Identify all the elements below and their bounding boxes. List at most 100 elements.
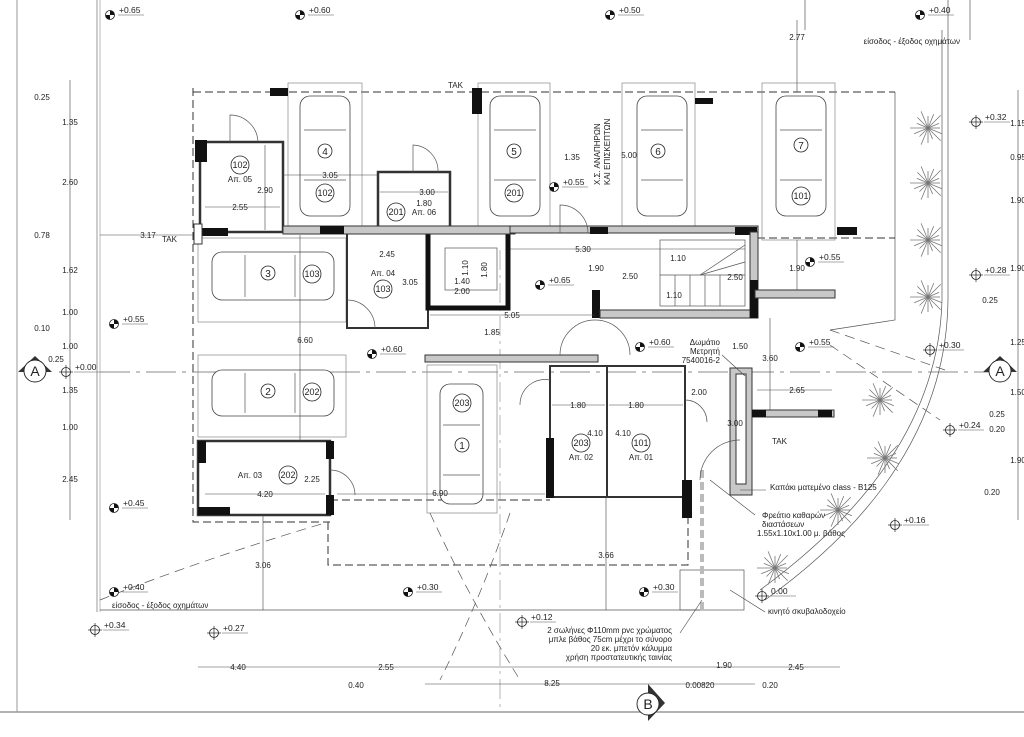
dimension-label: 2.00 [691, 388, 707, 397]
storage-room-label: Απ. 05 [228, 175, 253, 184]
storage-unit-number: 101 [633, 438, 648, 448]
meter-room-label: Δωμάτιο [690, 338, 721, 347]
spot-level-icon [535, 280, 574, 290]
dimension-lines [69, 20, 1019, 685]
dimension-label: 1.85 [484, 328, 500, 337]
meter-room-label: Μετρητή [690, 347, 720, 356]
parking-unit-number: 101 [793, 191, 808, 201]
spot-level-icon [367, 349, 406, 359]
dimension-label: 1.80 [416, 199, 432, 208]
dimension-label: 1.35 [62, 386, 78, 395]
spot-level-icon [639, 587, 678, 597]
unit-number-circle [230, 155, 250, 175]
level-datum-icon [969, 268, 1010, 282]
dimension-label: 4.10 [615, 429, 631, 438]
disabled-parking-label: ΚΑΙ ΕΠΙΣΚΕΠΤΩΝ [603, 118, 612, 185]
dimension-label: 0.78 [34, 231, 50, 240]
dimension-label: 2.45 [379, 250, 395, 259]
dimension-label: 1.50 [732, 342, 748, 351]
dimension-label: 0.95 [1010, 153, 1024, 162]
dimension-label: 3.66 [598, 551, 614, 560]
level-label: +0.00 [75, 362, 97, 372]
tak-label: TAK [772, 437, 788, 446]
level-label: +0.60 [381, 344, 403, 354]
spot-level-icon [109, 503, 148, 513]
leader-line [679, 599, 703, 634]
parking-space-number: 3 [265, 269, 271, 280]
storage-room-label: Απ. 03 [238, 471, 263, 480]
storage-room-label: Απ. 04 [371, 269, 396, 278]
dimension-label: 1.62 [62, 266, 78, 275]
dimension-label: 5.30 [575, 245, 591, 254]
level-label: 0.00 [771, 586, 788, 596]
spot-level-icon [915, 10, 954, 20]
parking-number-circle [506, 143, 522, 159]
parking-unit-number: 103 [304, 269, 319, 279]
level-datum-icon [943, 423, 984, 437]
level-label: +0.27 [223, 623, 245, 633]
storage-unit-number: 103 [375, 284, 390, 294]
section-marker-label: A [995, 363, 1005, 379]
leader-line [709, 479, 756, 516]
pipe-note-label: 2 σωλήνες Φ110mm pvc χρώματος [547, 626, 672, 635]
level-label: +0.55 [563, 177, 585, 187]
dimension-label: 8.25 [544, 679, 560, 688]
dimension-label: 2.45 [788, 663, 804, 672]
dimension-label: 0.20 [762, 681, 778, 690]
dimension-label: 0.20 [989, 425, 1005, 434]
dimension-label: 3.00 [419, 188, 435, 197]
unit-number-circle [373, 279, 393, 299]
annotation-texts: +0.65+0.60+0.50+0.40+0.32+0.55+0.55+0.28… [30, 5, 1024, 712]
level-label: +0.55 [809, 337, 831, 347]
parking-space-number: 6 [655, 147, 661, 158]
dimension-label: 2.55 [378, 663, 394, 672]
dimension-label: 2.65 [789, 386, 805, 395]
parking-unit-number: 102 [317, 188, 332, 198]
dimension-label: 2.25 [304, 475, 320, 484]
dimension-label: 6.60 [297, 336, 313, 345]
storage-unit-number: 203 [573, 438, 588, 448]
section-marker-icon [983, 356, 1017, 383]
spot-level-icon [295, 10, 334, 20]
sheet-frame [0, 0, 1024, 713]
dimension-label: 2.50 [622, 272, 638, 281]
disabled-parking-label: Χ.Σ. ΑΝΑΠΗΡΩΝ [593, 123, 602, 185]
parking-space-number: 2 [265, 387, 271, 398]
dimension-label: 1.90 [716, 661, 732, 670]
parking-unit-number: 202 [304, 387, 319, 397]
spot-level-icon [795, 342, 834, 352]
level-label: +0.32 [985, 112, 1007, 122]
unit-number-circle [791, 186, 811, 206]
level-datum-icon [515, 615, 556, 629]
dimension-label: 5.00 [621, 151, 637, 160]
door-swings [99, 114, 741, 681]
spot-level-icon [549, 182, 588, 192]
pipe-note-label: χρήση προστατευτικής ταινίας [566, 653, 672, 662]
dimension-label: 1.25 [1010, 338, 1024, 347]
unit-number-circle [571, 433, 591, 453]
unit-number-circle [631, 433, 651, 453]
tree-icon [820, 493, 853, 527]
spot-level-icon [805, 257, 844, 267]
unit-number-circle [302, 382, 322, 402]
dimension-label: 4.20 [257, 490, 273, 499]
level-datum-icon [88, 623, 129, 637]
spot-level-icon [635, 342, 674, 352]
dimension-label: 0.25 [989, 410, 1005, 419]
vehicle-entry-label: είσοδος - έξοδος οχημάτων [864, 37, 960, 46]
dimension-label: 0.00820 [686, 681, 715, 690]
unit-number-circle [315, 183, 335, 203]
level-label: +0.45 [123, 498, 145, 508]
inspection-chamber-label: 1.55x1.10x1.00 μ. βάθος [757, 529, 845, 538]
level-datum-icon [59, 365, 100, 379]
spot-level-icon [109, 587, 148, 597]
unit-number-circle [278, 465, 298, 485]
storage-unit-number: 201 [388, 207, 403, 217]
vehicle-entry-label: είσοδος - έξοδος οχημάτων [112, 601, 208, 610]
dimension-label: 0.40 [348, 681, 364, 690]
dimension-label: 2.77 [789, 33, 805, 42]
dimension-label: 2.00 [454, 287, 470, 296]
leader-line [721, 354, 746, 377]
